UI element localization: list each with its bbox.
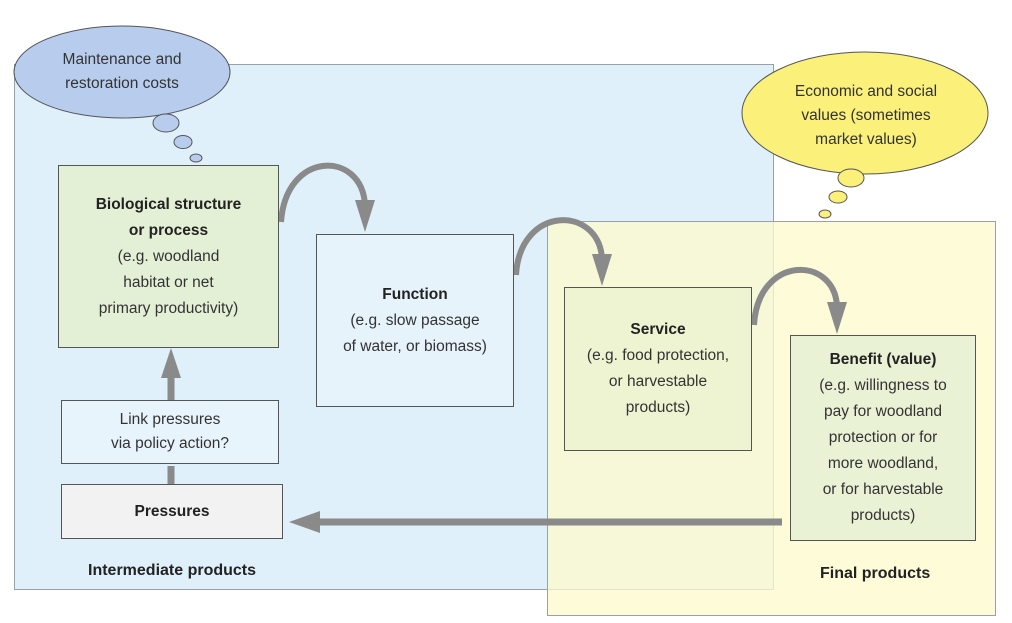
arrow-service-to-benefit — [751, 266, 840, 326]
costs-line: Maintenance and — [62, 51, 182, 68]
values-bubble-dot-medium — [828, 190, 848, 204]
costs-bubble-dot-large — [152, 113, 180, 133]
biological-detail: primary productivity) — [98, 299, 239, 317]
biological-title: Biological structure — [95, 195, 242, 213]
service-detail: products) — [625, 399, 691, 416]
costs-line: restoration costs — [65, 75, 179, 92]
biological-title: or process — [128, 221, 209, 239]
biological-detail: (e.g. woodland — [117, 247, 220, 265]
link-pressures-box: Link pressures via policy action? — [61, 400, 279, 464]
values-bubble-text: Economic and social values (sometimes ma… — [780, 80, 952, 152]
benefit-detail: products) — [850, 507, 916, 524]
benefit-detail: (e.g. willingness to — [819, 377, 947, 394]
arrow-head-benefit — [827, 302, 847, 334]
costs-bubble-dot-medium — [173, 135, 193, 149]
service-detail: (e.g. food protection, — [586, 347, 730, 364]
pressures-title: Pressures — [134, 502, 210, 520]
final-products-label: Final products — [820, 565, 931, 582]
function-detail: (e.g. slow passage — [350, 311, 480, 329]
biological-structure-box: Biological structure or process (e.g. wo… — [58, 165, 279, 348]
function-detail: of water, or biomass) — [343, 337, 487, 355]
benefit-box: Benefit (value) (e.g. willingness to pay… — [790, 335, 976, 541]
values-line: Economic and social — [794, 83, 938, 100]
link-detail: via policy action? — [110, 435, 230, 452]
service-box: Service (e.g. food protection, or harves… — [564, 287, 752, 451]
values-bubble-dot-small — [818, 209, 832, 219]
service-title: Service — [630, 321, 686, 338]
costs-bubble — [13, 25, 231, 119]
link-detail: Link pressures — [119, 411, 221, 428]
benefit-title: Benefit (value) — [829, 351, 937, 368]
values-bubble — [741, 51, 989, 175]
arrow-head-function — [355, 200, 375, 232]
arrow-function-to-service — [513, 217, 605, 276]
benefit-detail: protection or for — [828, 429, 938, 446]
arrow-head-pressures — [289, 511, 320, 533]
arrow-biological-to-function — [278, 162, 368, 223]
arrow-head-service — [592, 254, 612, 286]
benefit-detail: more woodland, — [827, 455, 939, 472]
costs-bubble-text: Maintenance and restoration costs — [36, 48, 208, 96]
intermediate-products-label: Intermediate products — [88, 562, 257, 579]
service-detail: or harvestable — [608, 373, 708, 390]
values-line: values (sometimes — [801, 107, 931, 124]
function-box: Function (e.g. slow passage of water, or… — [316, 234, 514, 407]
values-bubble-dot-large — [837, 168, 865, 188]
arrow-head-biological — [161, 348, 181, 378]
biological-detail: habitat or net — [123, 273, 214, 291]
function-title: Function — [382, 285, 448, 303]
values-line: market values) — [815, 131, 917, 148]
benefit-detail: pay for woodland — [823, 403, 943, 420]
pressures-box: Pressures — [61, 484, 283, 539]
costs-bubble-dot-small — [189, 153, 203, 163]
benefit-detail: or for harvestable — [822, 481, 944, 498]
